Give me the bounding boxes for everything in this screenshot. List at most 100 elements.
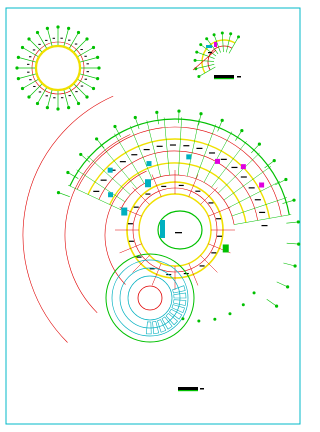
dim-mark <box>38 43 41 45</box>
fan-axis <box>192 49 217 71</box>
ring-dim-mark <box>128 240 134 242</box>
rotunda-ring <box>127 275 173 321</box>
upper-arc-radial <box>87 155 131 195</box>
rotunda-stair <box>152 320 160 335</box>
rotunda-stair <box>171 304 185 314</box>
spoke-node <box>67 26 71 30</box>
room-label-mark <box>183 145 190 147</box>
upper-arc-radial <box>114 133 145 184</box>
ring-dim-mark <box>136 256 142 258</box>
cad-drawing-sheet <box>0 0 307 432</box>
fan-spoke <box>206 38 219 55</box>
column-tie <box>251 143 260 154</box>
fan-node <box>193 58 197 62</box>
fan-node <box>237 35 240 39</box>
courtyard-edge <box>157 210 203 250</box>
dim-mark <box>60 97 64 99</box>
column-node <box>292 198 296 202</box>
dim-mark <box>84 78 88 80</box>
spoke <box>37 87 47 104</box>
ring-radial <box>151 263 162 286</box>
ring-dim-mark <box>211 252 217 254</box>
ring-room <box>145 179 151 188</box>
column-tie <box>80 154 91 163</box>
upper-arc-radial <box>146 120 161 177</box>
dim-mark <box>33 85 36 87</box>
dim-mark <box>32 49 36 51</box>
column-tie <box>134 117 140 129</box>
courtyard-pool <box>160 220 165 238</box>
room-accent <box>259 182 265 188</box>
view-title-mark-main <box>178 387 204 392</box>
spoke-node <box>35 101 40 106</box>
main-floor-plan <box>22 95 301 343</box>
room-label-mark <box>240 176 247 178</box>
ring-dim-mark <box>133 206 139 208</box>
column-node <box>95 137 99 141</box>
ring-dim-mark <box>199 265 205 267</box>
ring-radial <box>188 174 199 197</box>
spoke-node <box>27 37 31 41</box>
spoke-node <box>67 106 71 110</box>
spoke <box>28 84 42 98</box>
room-label-mark <box>93 190 100 192</box>
spoke <box>18 73 36 79</box>
ring-radial <box>151 174 162 197</box>
sheet-background <box>0 0 307 432</box>
fan-spoke <box>198 66 216 77</box>
rotunda-edge <box>105 253 195 343</box>
column-tie <box>58 192 70 197</box>
top-left-circular-plan <box>15 25 101 111</box>
spoke-node <box>97 66 101 70</box>
column-node <box>293 264 297 268</box>
spoke <box>80 57 98 63</box>
view-title-mark-detail <box>214 75 241 80</box>
rotunda-stair <box>173 299 187 306</box>
column-node-lower <box>197 319 201 323</box>
spoke <box>47 90 53 108</box>
room-label-mark <box>196 147 203 149</box>
outer-column-nodes <box>56 109 301 323</box>
spoke-node <box>20 45 25 50</box>
room-label-mark <box>143 148 150 151</box>
central-courtyard <box>157 210 203 250</box>
ring-dim-mark <box>145 193 151 195</box>
column-node <box>79 152 83 157</box>
ring-dim-mark <box>208 202 214 204</box>
column-tie <box>114 126 122 138</box>
dim-mark <box>45 39 48 41</box>
fan-node <box>229 32 233 36</box>
spoke-node <box>35 30 40 35</box>
ring-room <box>121 207 128 216</box>
rotunda-stair <box>145 321 152 335</box>
fan-spoke <box>226 33 231 53</box>
fan-node <box>220 31 224 35</box>
dim-mark <box>60 37 63 39</box>
spoke <box>63 28 69 46</box>
rotunda-stair <box>157 319 167 333</box>
drawing-frame <box>5 7 301 425</box>
upper-arc-radial <box>234 214 292 225</box>
ring-dim-mark <box>127 223 133 225</box>
column-tie <box>286 242 299 245</box>
dim-mark <box>84 55 87 57</box>
room-label-mark <box>169 144 176 146</box>
upper-arc-radial <box>186 119 200 177</box>
room-label-mark <box>209 152 216 154</box>
dim-mark <box>45 95 48 97</box>
column-tie <box>264 160 275 169</box>
courtyard-label-mark <box>175 232 182 234</box>
fan-spoke <box>222 33 224 53</box>
room-label-mark <box>231 166 238 169</box>
room-label-mark <box>259 211 266 214</box>
column-node-lower <box>252 291 256 295</box>
upper-arc-radial <box>76 169 126 203</box>
spoke-node <box>45 106 49 110</box>
spoke-node <box>16 55 20 59</box>
fan-spoke <box>195 60 215 62</box>
ring-radial <box>119 243 142 254</box>
fan-spoke <box>228 36 239 54</box>
dim-mark <box>75 91 78 93</box>
spoke <box>69 32 79 49</box>
spoke-node <box>91 86 96 91</box>
